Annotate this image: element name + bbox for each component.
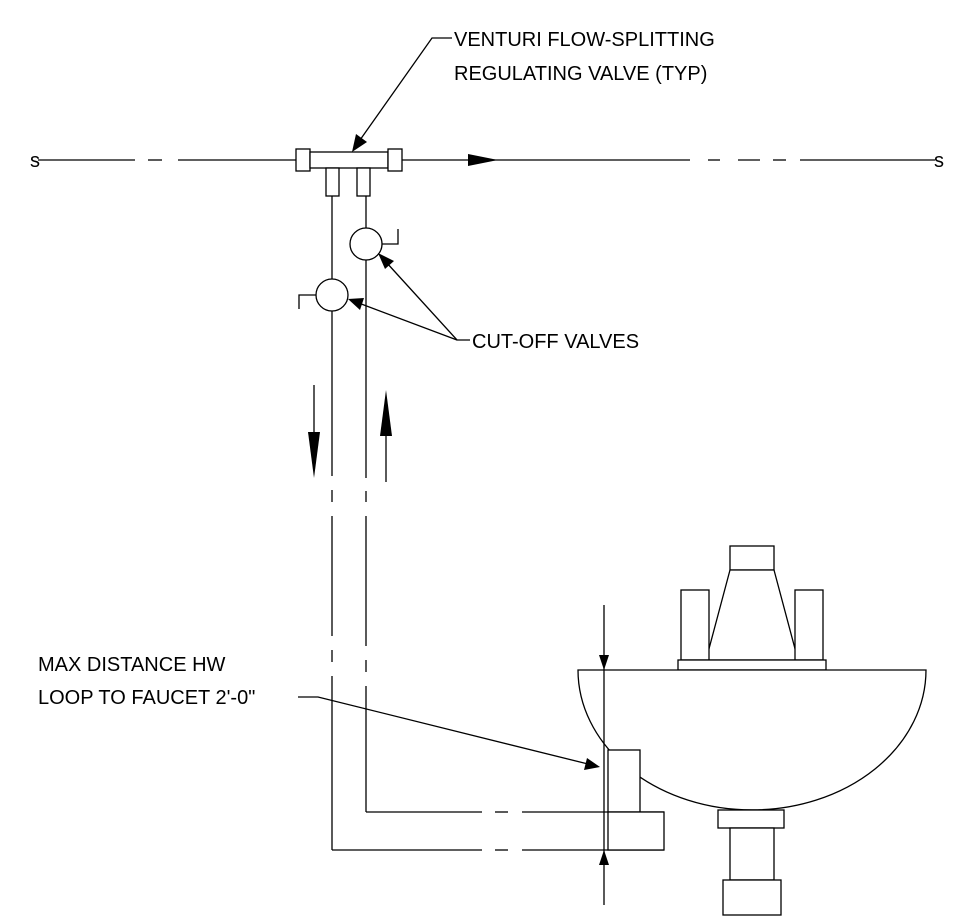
label-venturi-line1: VENTURI FLOW-SPLITTING [454, 29, 715, 51]
break-marker-left: s [30, 150, 40, 172]
label-cutoff-valves: CUT-OFF VALVES [472, 331, 639, 353]
break-marker-right: s [934, 150, 944, 172]
cutoff-valve-upper [349, 227, 399, 261]
flow-arrow-up [380, 390, 392, 436]
sink-fixture [577, 545, 927, 916]
label-maxdist-line2: LOOP TO FAUCET 2'-0" [38, 687, 255, 709]
leader-lines [298, 37, 600, 770]
venturi-valve [295, 148, 403, 197]
label-maxdist-line1: MAX DISTANCE HW [38, 654, 226, 676]
branch-flow-arrows [308, 385, 392, 482]
cutoff-valve-lower [298, 278, 349, 312]
flow-arrow-down [308, 432, 320, 478]
dimension-max-distance [599, 605, 609, 905]
flow-arrow-right [468, 154, 498, 166]
label-venturi-line2: REGULATING VALVE (TYP) [454, 63, 707, 85]
